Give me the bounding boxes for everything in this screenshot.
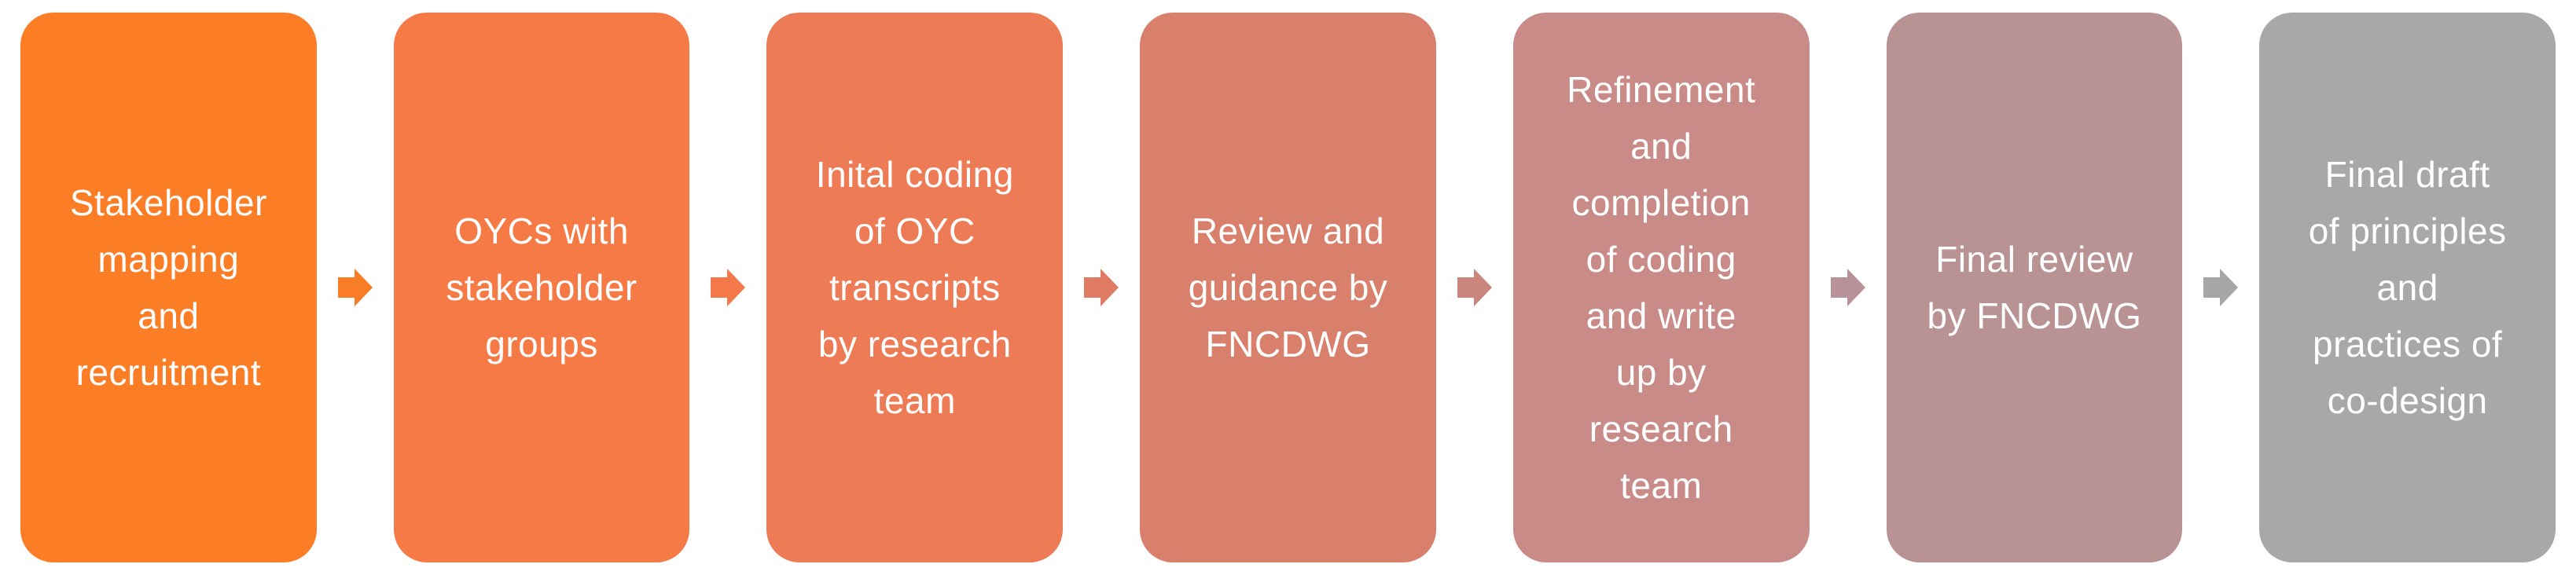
step-label: Final review by FNCDWG xyxy=(1927,239,2142,336)
right-arrow-icon xyxy=(1830,269,1865,306)
process-step-3: Inital coding of OYC transcripts by rese… xyxy=(766,13,1064,562)
process-step-5: Refinement and completion of coding and … xyxy=(1512,13,1810,562)
step-label: Refinement and completion of coding and … xyxy=(1567,69,1756,506)
step-label: Stakeholder mapping and recruitment xyxy=(69,182,267,393)
step-label: OYCs with stakeholder groups xyxy=(446,211,638,364)
right-arrow-icon xyxy=(2203,269,2239,306)
right-arrow-icon xyxy=(711,269,746,306)
flow-arrow-3 xyxy=(1063,13,1140,562)
flow-arrow-5 xyxy=(1810,13,1887,562)
process-step-7: Final draft of principles and practices … xyxy=(2259,13,2556,562)
right-arrow-icon xyxy=(1457,269,1492,306)
process-step-1: Stakeholder mapping and recruitment xyxy=(20,13,317,562)
right-arrow-icon xyxy=(337,269,373,306)
flow-arrow-2 xyxy=(689,13,766,562)
process-step-2: OYCs with stakeholder groups xyxy=(393,13,690,562)
step-label: Review and guidance by FNCDWG xyxy=(1188,211,1388,364)
process-step-4: Review and guidance by FNCDWG xyxy=(1140,13,1436,562)
flow-arrow-4 xyxy=(1436,13,1513,562)
step-label: Inital coding of OYC transcripts by rese… xyxy=(815,154,1014,421)
flow-arrow-1 xyxy=(317,13,394,562)
flow-arrow-6 xyxy=(2182,13,2259,562)
right-arrow-icon xyxy=(1084,269,1119,306)
process-step-6: Final review by FNCDWG xyxy=(1886,13,2183,562)
step-label: Final draft of principles and practices … xyxy=(2308,154,2507,421)
